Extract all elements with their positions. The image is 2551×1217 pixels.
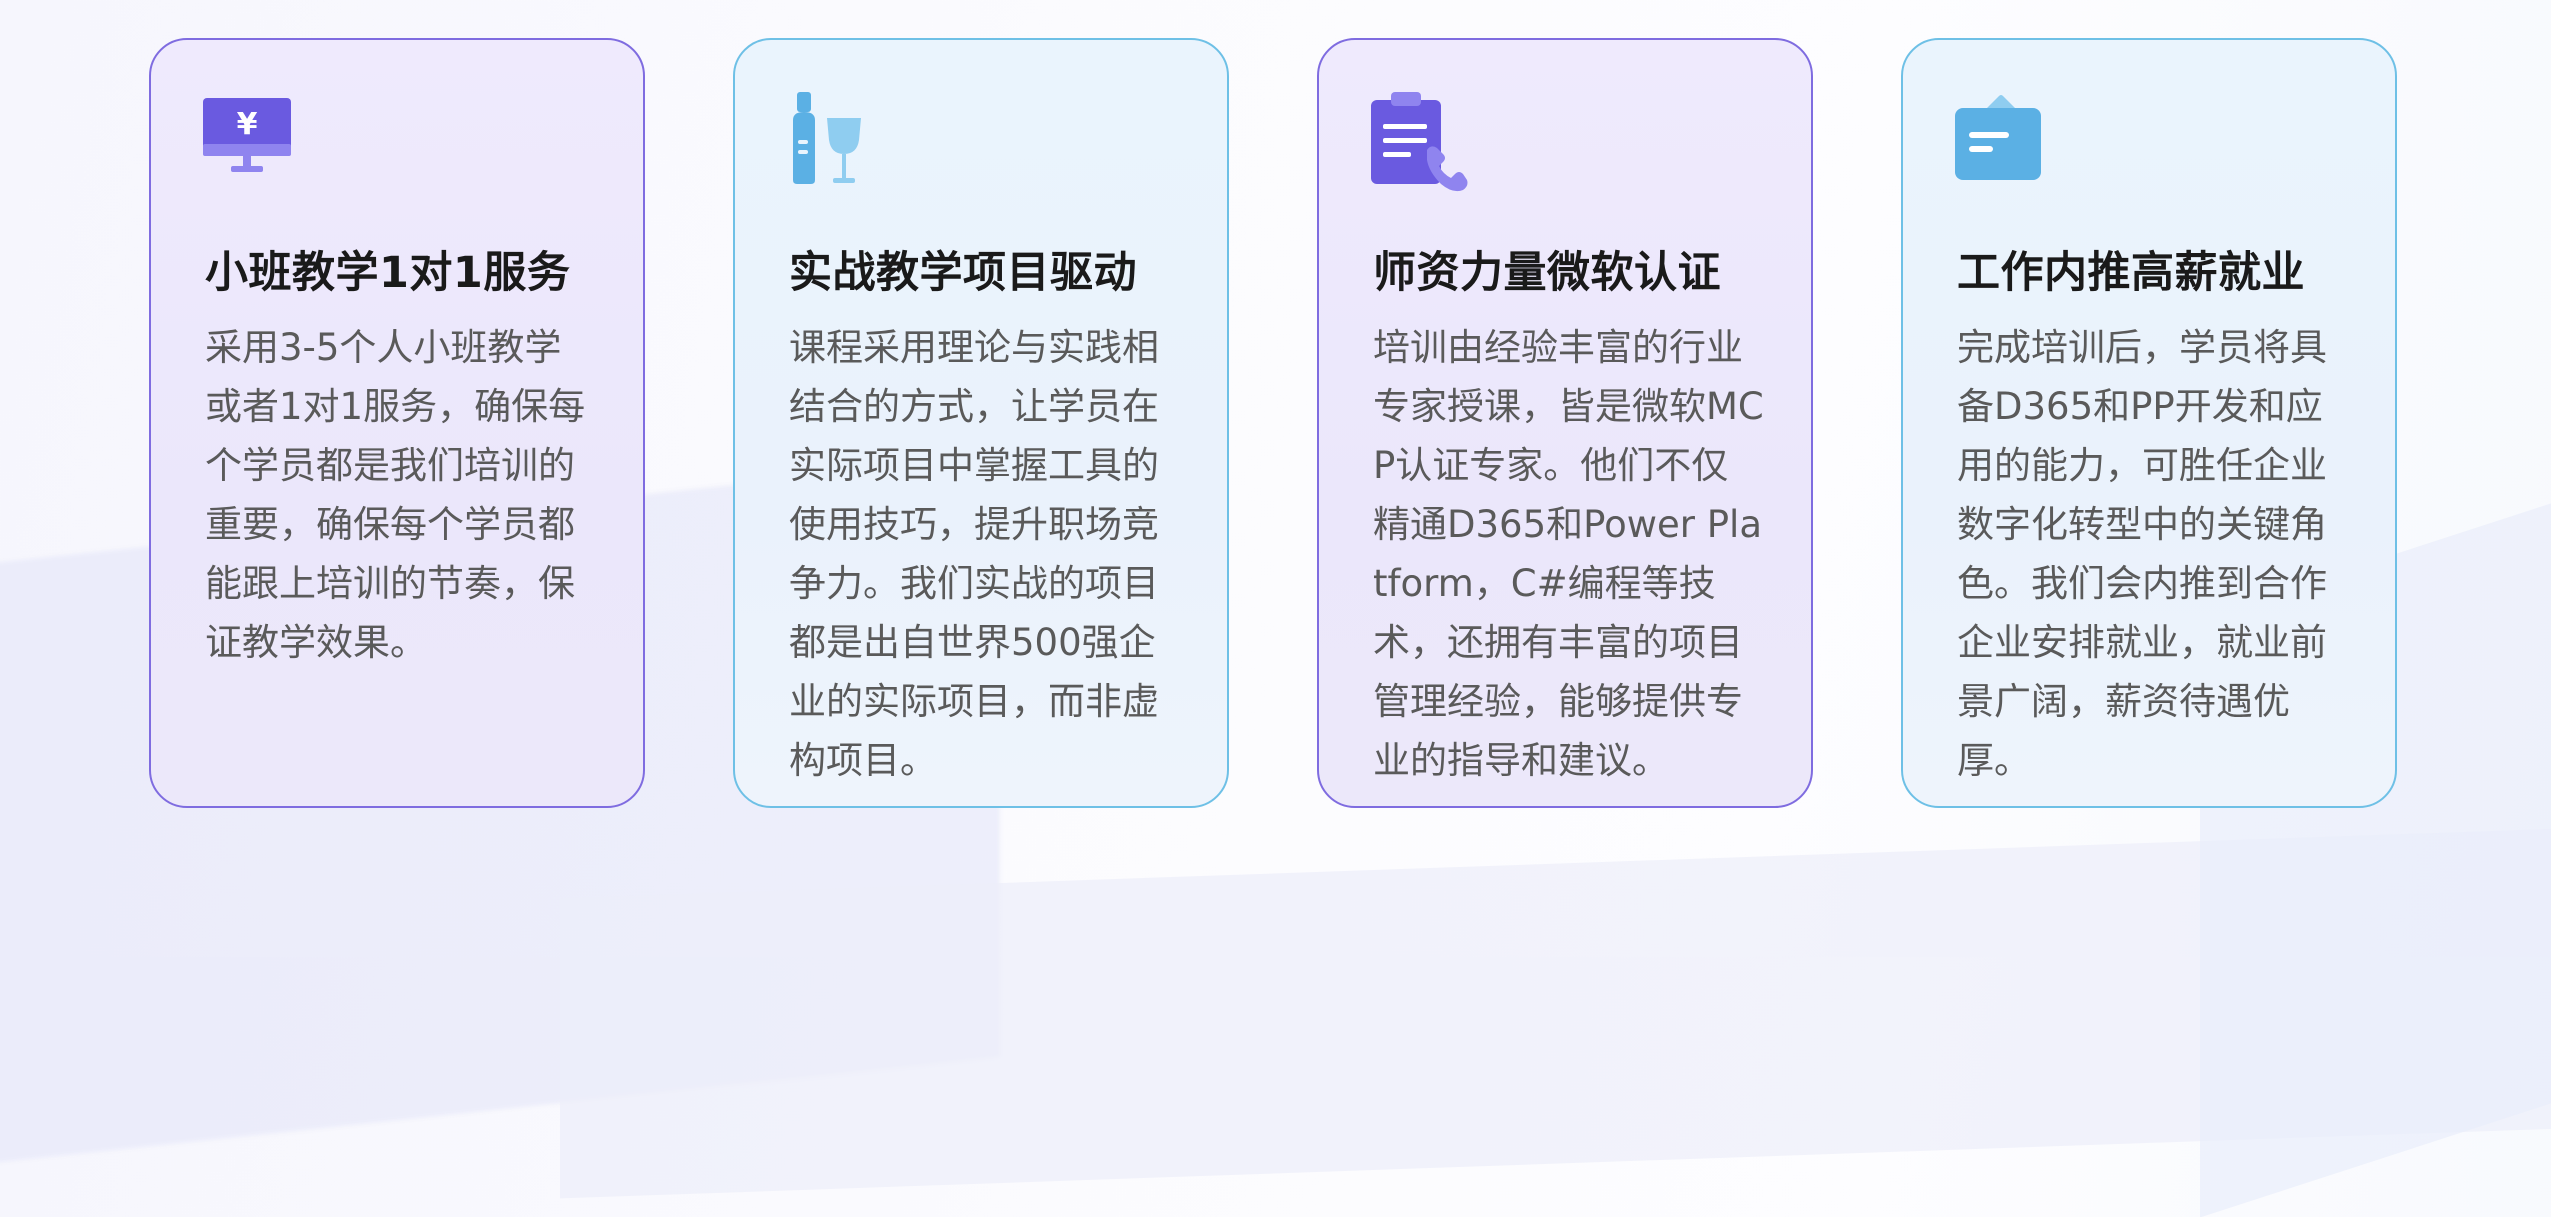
card-title: 小班教学1对1服务: [205, 248, 571, 298]
clipboard-phone-icon: [1369, 92, 1469, 192]
feature-card-employment: 工作内推高薪就业 完成培训后，学员将具备D365和PP开发和应用的能力，可胜任企…: [1901, 38, 2397, 808]
card-description: 采用3-5个人小班教学或者1对1服务，确保每个学员都是我们培训的重要，确保每个学…: [205, 326, 586, 664]
card-title: 工作内推高薪就业: [1957, 248, 2305, 298]
background-shape: [560, 821, 2551, 1199]
card-title: 实战教学项目驱动: [789, 248, 1137, 298]
briefcase-icon: [1953, 92, 2053, 192]
svg-text:¥: ¥: [237, 107, 258, 142]
card-title: 师资力量微软认证: [1373, 248, 1721, 298]
feature-card-teachers: 师资力量微软认证 培训由经验丰富的行业专家授课，皆是微软MCP认证专家。他们不仅…: [1317, 38, 1813, 808]
card-description: 课程采用理论与实践相结合的方式，让学员在实际项目中掌握工具的使用技巧，提升职场竞…: [789, 326, 1159, 782]
bottle-glass-icon: [785, 92, 885, 192]
feature-card-project: 实战教学项目驱动 课程采用理论与实践相结合的方式，让学员在实际项目中掌握工具的使…: [733, 38, 1229, 808]
card-description: 完成培训后，学员将具备D365和PP开发和应用的能力，可胜任企业数字化转型中的关…: [1957, 326, 2327, 782]
monitor-yen-icon: ¥: [201, 92, 301, 192]
card-description: 培训由经验丰富的行业专家授课，皆是微软MCP认证专家。他们不仅精通D365和Po…: [1373, 326, 1764, 782]
feature-card-small-class: ¥ 小班教学1对1服务 采用3-5个人小班教学或者1对1服务，确保每个学员都是我…: [149, 38, 645, 808]
